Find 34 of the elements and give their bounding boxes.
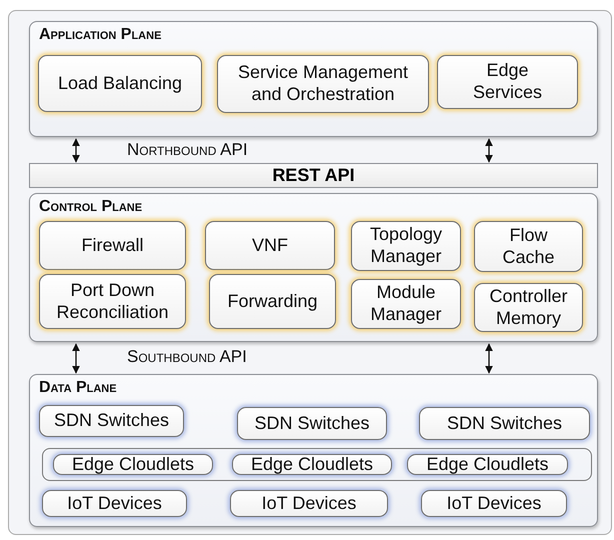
component-box: Edge Cloudlets bbox=[407, 454, 568, 475]
component-box: Load Balancing bbox=[38, 55, 202, 112]
double-arrow bbox=[72, 138, 80, 163]
plane-panel bbox=[29, 193, 598, 342]
plane-heading: Application Plane bbox=[39, 26, 162, 44]
component-box: VNF bbox=[205, 221, 335, 270]
double-arrow bbox=[485, 138, 493, 163]
api-label: Northbound API bbox=[127, 140, 248, 160]
component-box: Firewall bbox=[39, 221, 186, 270]
component-box: Port Down Reconciliation bbox=[39, 274, 186, 329]
component-box: Edge Services bbox=[437, 55, 578, 109]
component-box: SDN Switches bbox=[39, 405, 184, 437]
double-arrow bbox=[485, 343, 493, 374]
double-arrow bbox=[72, 343, 80, 374]
plane-heading: Data Plane bbox=[39, 379, 117, 397]
component-box: Module Manager bbox=[351, 279, 461, 329]
component-box: Edge Cloudlets bbox=[53, 454, 213, 475]
component-box: IoT Devices bbox=[421, 490, 567, 517]
component-box: Flow Cache bbox=[474, 221, 583, 272]
component-box: SDN Switches bbox=[419, 407, 590, 440]
api-band: REST API bbox=[29, 163, 598, 188]
component-box: IoT Devices bbox=[42, 490, 187, 517]
api-label: Southbound API bbox=[127, 347, 247, 367]
plane-panel bbox=[29, 374, 598, 527]
component-box: Controller Memory bbox=[474, 283, 583, 332]
component-box: Service Management and Orchestration bbox=[217, 55, 429, 113]
plane-heading: Control Plane bbox=[39, 198, 142, 216]
component-box: Edge Cloudlets bbox=[232, 454, 392, 475]
component-box: Topology Manager bbox=[351, 221, 461, 271]
component-box: Forwarding bbox=[209, 274, 336, 329]
component-box: SDN Switches bbox=[237, 407, 387, 440]
component-box: IoT Devices bbox=[230, 490, 388, 517]
group-frame bbox=[42, 448, 592, 481]
plane-panel bbox=[29, 21, 598, 137]
